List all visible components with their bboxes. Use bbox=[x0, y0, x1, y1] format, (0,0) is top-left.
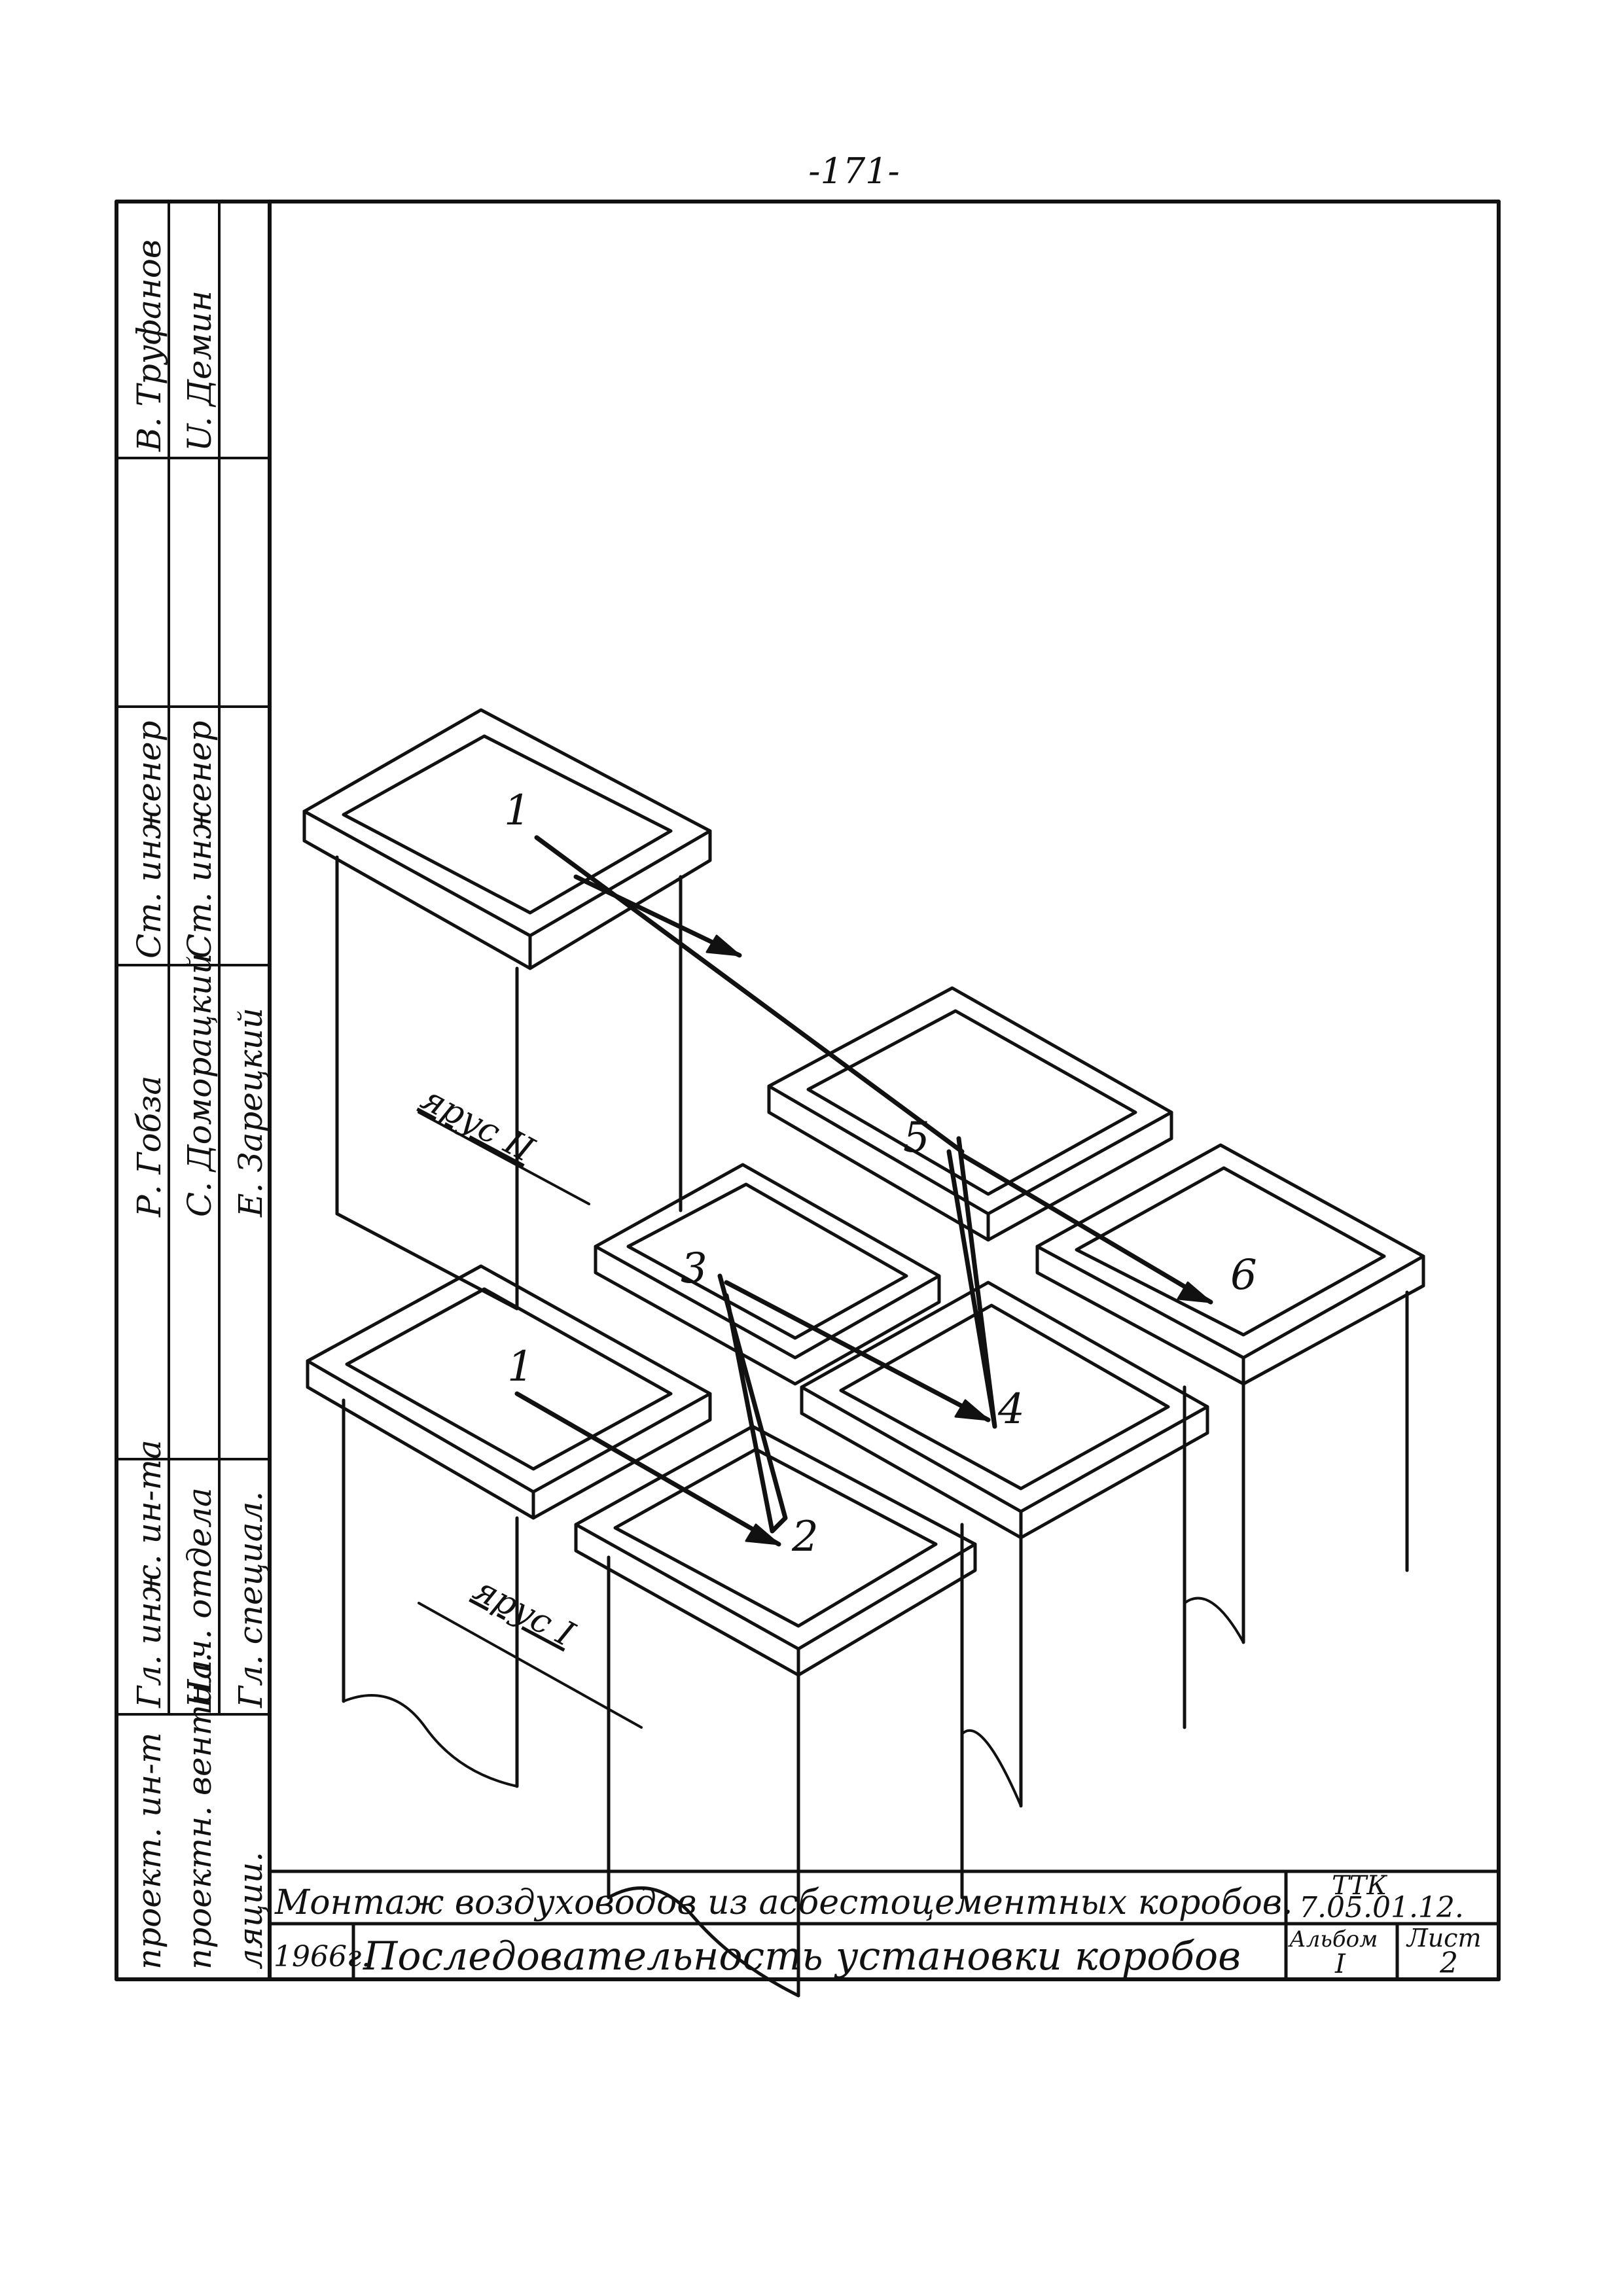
title-main: Монтаж воздуховодов из асбестоцементных … bbox=[274, 1883, 1293, 1922]
title-block-grid bbox=[268, 1869, 1501, 1981]
stamp-org-3: ляции. bbox=[232, 1852, 270, 1969]
stamp-role-eng1: Ст. инженер bbox=[130, 720, 168, 959]
box-5 bbox=[767, 986, 1173, 1242]
stamp-org-2: проектн. вентил. bbox=[181, 1652, 219, 1969]
box-2 bbox=[574, 1424, 977, 1998]
sheet-label: Лист bbox=[1406, 1924, 1482, 1952]
num-1-bottom: 1 bbox=[507, 1343, 534, 1391]
stamp-name-gobza: Р. Гобза bbox=[130, 1076, 168, 1218]
stamp-role-eng2: Ст. инженер bbox=[181, 720, 219, 959]
num-4: 4 bbox=[997, 1385, 1025, 1434]
album-value: I bbox=[1334, 1949, 1346, 1979]
stamp-org-1: проект. ин-т bbox=[130, 1733, 168, 1969]
break-lines bbox=[342, 1597, 1245, 1807]
sheet-value: 2 bbox=[1439, 1947, 1458, 1980]
stamp-name-zaretsky: Е. Зарецкий bbox=[232, 1008, 270, 1218]
num-3: 3 bbox=[681, 1245, 707, 1293]
stamp-name-domoratsky: С. Доморацкий bbox=[181, 953, 219, 1217]
stamp-name-trufanov: В. Труфанов bbox=[130, 239, 168, 452]
stamp-role-chief: Гл. инж. ин-та bbox=[130, 1439, 168, 1708]
tier-label-2: ярус II bbox=[415, 1079, 541, 1171]
side-stamp-grid bbox=[115, 200, 271, 1716]
num-2: 2 bbox=[791, 1513, 819, 1561]
stamp-role-head: Нач. отдела bbox=[181, 1487, 219, 1708]
page-number: -171- bbox=[808, 150, 900, 192]
box-4 bbox=[800, 1280, 1209, 1808]
ttk-code: 7.05.01.12. bbox=[1299, 1891, 1464, 1924]
sheet-frame bbox=[115, 200, 1501, 1981]
ttk-label: ТТК bbox=[1332, 1871, 1387, 1901]
box-tier2 bbox=[302, 708, 712, 1311]
tier-leaders bbox=[418, 1111, 643, 1729]
sequence-arrows bbox=[514, 835, 1213, 1547]
tier-label-1: ярус I bbox=[467, 1570, 581, 1655]
num-5: 5 bbox=[903, 1114, 930, 1162]
album-label: Альбом bbox=[1288, 1926, 1378, 1952]
stamp-role-spec: Гл. специал. bbox=[232, 1491, 270, 1708]
arrow-heads bbox=[705, 934, 1212, 1545]
num-6: 6 bbox=[1230, 1251, 1257, 1299]
box-6 bbox=[1035, 1143, 1425, 1644]
stamp-name-demin: U. Демин bbox=[181, 291, 219, 451]
year: 1966г. bbox=[274, 1940, 370, 1973]
title-sub: Последовательность установки коробов bbox=[363, 1934, 1241, 1979]
num-1-top: 1 bbox=[504, 786, 531, 835]
box-1-tier1 bbox=[306, 1264, 712, 1788]
box-3 bbox=[594, 1163, 941, 1386]
